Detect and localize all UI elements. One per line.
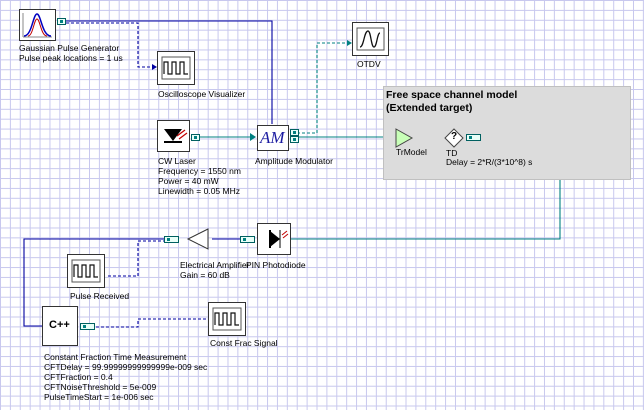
electrical-amplifier[interactable]	[186, 228, 210, 250]
oscilloscope-visualizer[interactable]	[157, 51, 195, 85]
oscilloscope-label: Oscilloscope Visualizer	[158, 89, 246, 99]
cft-param-delay: CFTDelay = 99.99999999999999e-009 sec	[44, 362, 208, 372]
otdv-label: OTDV	[357, 59, 381, 69]
wire-amp-to-pulse-received	[106, 240, 166, 277]
oscilloscope-icon	[71, 259, 101, 283]
cft-symbol: C++	[49, 319, 70, 331]
amplitude-modulator[interactable]: AM	[257, 125, 289, 151]
oscilloscope-icon	[161, 56, 191, 80]
arrow-am-input	[250, 133, 256, 141]
pulse-received-label: Pulse Received	[70, 291, 130, 301]
td-label: TD	[446, 148, 458, 158]
arrow-otdv-input	[347, 40, 352, 46]
pin-photodiode[interactable]	[257, 223, 291, 255]
td-symbol: ?	[451, 131, 458, 142]
laser-icon	[164, 129, 188, 143]
channel-group-box[interactable]	[383, 86, 631, 180]
gaussian-pulse-icon	[22, 13, 52, 38]
time-delay-icon	[444, 128, 464, 148]
const-frac-label: Const Frac Signal	[210, 338, 278, 348]
amp-output-port[interactable]	[164, 236, 179, 243]
triangle-amp-icon	[395, 128, 414, 148]
am-output-port[interactable]	[290, 129, 299, 136]
am-label: Amplitude Modulator	[255, 156, 333, 166]
amp-label: Electrical Amplifier	[180, 260, 250, 270]
pin-output-port[interactable]	[240, 236, 255, 243]
td-output-port[interactable]	[466, 134, 481, 141]
wire-gaussian-to-am	[66, 20, 273, 124]
oscilloscope-icon	[212, 307, 242, 331]
channel-group-title: Free space channel model (Extended targe…	[386, 89, 518, 114]
pulse-received-visualizer[interactable]	[67, 254, 105, 288]
amplifier-icon	[186, 228, 209, 250]
am-output-port-2[interactable]	[290, 136, 299, 143]
pin-label: PIN Photodiode	[246, 260, 306, 270]
laser-output-port[interactable]	[191, 134, 200, 141]
amp-param: Gain = 60 dB	[180, 270, 230, 280]
gaussian-pulse-generator[interactable]	[19, 9, 56, 41]
laser-label: CW Laser	[158, 156, 196, 166]
photodiode-icon	[269, 230, 289, 248]
cft-param-start: PulseTimeStart = 1e-006 sec	[44, 392, 154, 402]
cw-laser[interactable]	[157, 120, 190, 152]
laser-param-linewidth: Linewidth = 0.05 MHz	[158, 186, 240, 196]
wire-gaussian-to-oscilloscope	[66, 22, 155, 68]
arrow-osc-input	[152, 64, 157, 70]
cft-param-threshold: CFTNoiseThreshold = 5e-009	[44, 382, 157, 392]
cft-output-port[interactable]	[80, 323, 95, 330]
gaussian-output-port[interactable]	[57, 18, 66, 25]
cft-param-fraction: CFTFraction = 0.4	[44, 372, 113, 382]
gaussian-label: Gaussian Pulse Generator	[19, 43, 120, 53]
trmodel-label: TrModel	[396, 147, 427, 157]
wire-am-to-otdv	[297, 42, 350, 134]
laser-param-power: Power = 40 mW	[158, 176, 219, 186]
gaussian-param: Pulse peak locations = 1 us	[19, 53, 123, 63]
otdv-visualizer[interactable]	[352, 22, 389, 56]
const-frac-visualizer[interactable]	[208, 302, 246, 336]
laser-param-frequency: Frequency = 1550 nm	[158, 166, 241, 176]
td-block[interactable]: ?	[444, 128, 464, 148]
td-param: Delay = 2*R/(3*10^8) s	[446, 157, 533, 167]
cft-label: Constant Fraction Time Measurement	[44, 352, 187, 362]
wire-cft-to-constfrac	[96, 318, 206, 328]
trmodel-block[interactable]	[394, 128, 414, 148]
cft-measurement[interactable]: C++	[42, 306, 78, 346]
otdv-icon	[356, 27, 385, 51]
am-symbol: AM	[260, 128, 285, 147]
wire-amp-to-cft	[23, 238, 164, 327]
